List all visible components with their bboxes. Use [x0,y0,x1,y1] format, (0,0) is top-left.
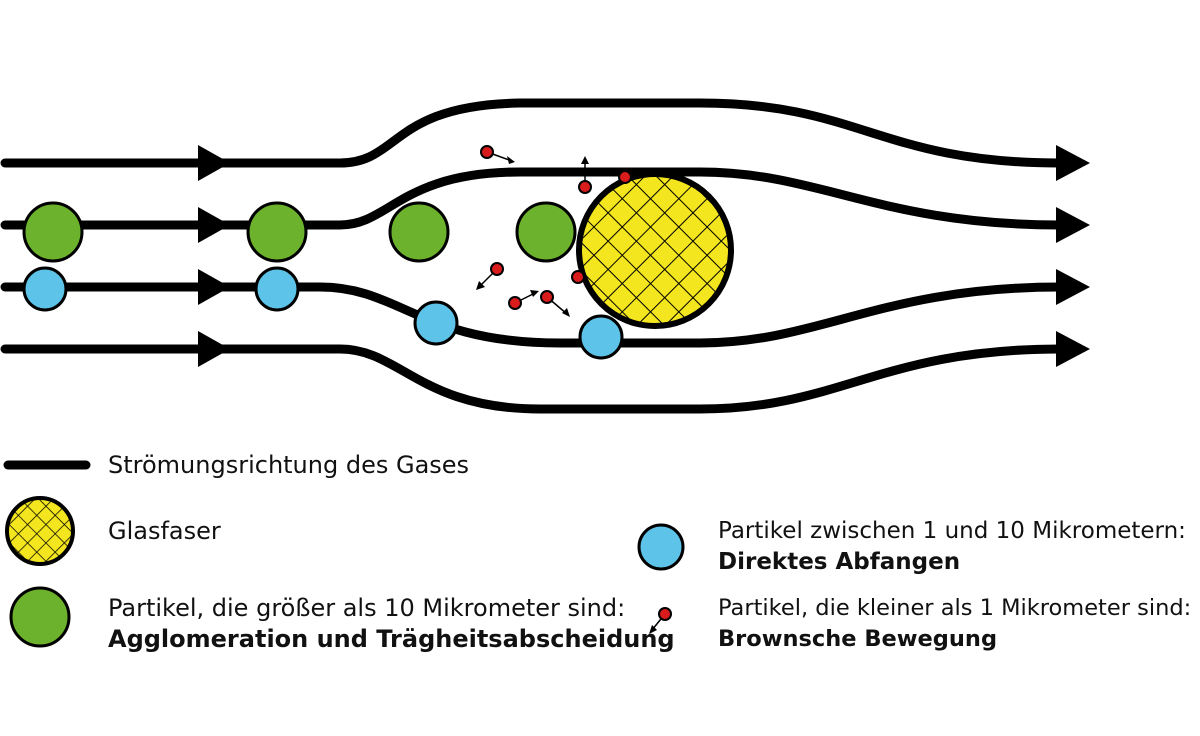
legend-small-label: Partikel, die kleiner als 1 Mikrometer s… [718,595,1192,652]
arrow-icon [198,207,230,243]
small-particle [571,270,585,284]
large-particle [388,201,450,263]
small-particles [476,145,632,317]
arrow-icon [1056,331,1090,367]
small-particle [578,156,592,194]
medium-particle [254,266,300,312]
streamline-3 [0,282,1065,348]
arrow-icon [1056,207,1090,243]
medium-particle [413,300,459,346]
legend-icons [3,460,685,648]
large-particle [22,201,84,263]
arrow-icon [198,145,230,181]
medium-particle [22,266,68,312]
small-particle-icon [649,607,672,634]
streamlines [0,98,1065,414]
small-particle [540,290,570,317]
streamline-4 [0,344,1065,414]
glass-fiber-icon [5,496,75,566]
arrow-icon [1056,269,1090,305]
medium-particles [22,266,624,360]
medium-particle [578,314,624,360]
legend-flow-label: Strömungsrichtung des Gases [108,451,470,479]
small-particle [508,290,539,310]
legend-medium-label: Partikel zwischen 1 und 10 Mikrometern: … [718,518,1186,575]
small-particle [480,145,515,164]
large-particle [515,201,577,263]
legend-fiber-label: Glasfaser [108,517,221,545]
large-particle [246,201,308,263]
arrowheads [198,145,1090,367]
arrow-icon [1056,145,1090,181]
medium-particle-icon [637,523,685,571]
glass-fiber [576,171,734,329]
large-particles [22,201,577,263]
arrow-icon [198,331,230,367]
streamline-2 [0,167,1065,230]
large-particle-icon [9,586,71,648]
legend-large-label: Partikel, die größer als 10 Mikrometer s… [108,594,675,653]
small-particle [618,170,632,184]
arrow-icon [198,269,230,305]
streamline-1 [0,98,1065,168]
small-particle [476,262,504,290]
